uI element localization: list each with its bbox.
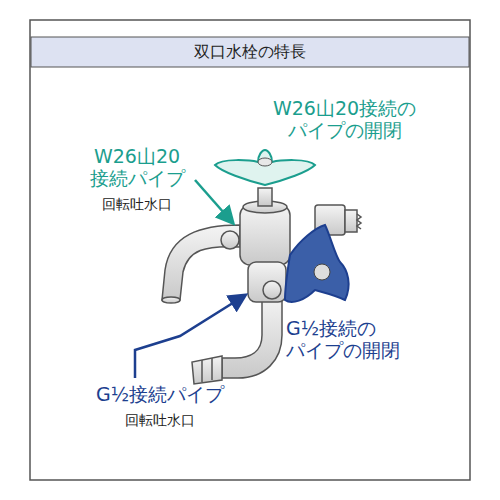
part-note: 回転吐水口 [62, 196, 212, 212]
part-label: W26山20 接続パイプ [62, 146, 212, 190]
part-label: G½接続の パイプの開閉 [286, 318, 466, 362]
part-label: G½接続パイプ [70, 384, 250, 406]
part-note: 回転吐水口 [70, 412, 250, 428]
title: 双口水栓の特長 [31, 37, 469, 67]
part-label: W26山20接続の パイプの開閉 [222, 98, 467, 142]
